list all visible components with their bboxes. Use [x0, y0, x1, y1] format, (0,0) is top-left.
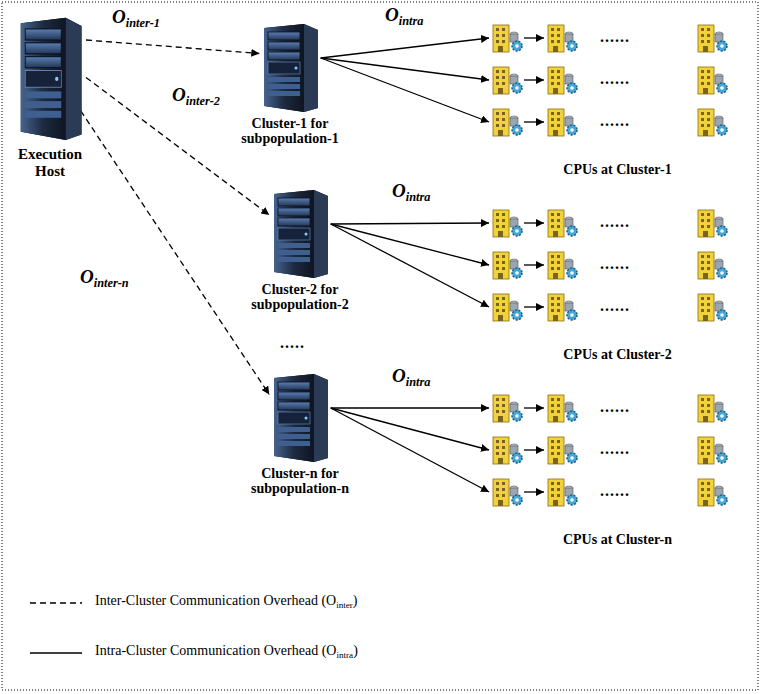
cpu-icon	[490, 22, 524, 54]
intra-cluster-link	[331, 223, 489, 224]
cpu-icon	[490, 434, 524, 466]
cpu-icon	[490, 476, 524, 508]
cpu-icon	[545, 249, 579, 281]
node-label: Cluster-2 for subpopulation-2	[230, 282, 370, 313]
server-icon	[14, 15, 86, 140]
overhead-label: Ointra	[385, 4, 423, 29]
cpu-group: CPUs at Cluster-n	[490, 390, 745, 560]
cpu-icon	[545, 392, 579, 424]
inter-cluster-link	[75, 103, 269, 395]
cpu-icon	[695, 64, 729, 96]
ellipsis-label: ......	[600, 297, 630, 315]
cpu-icon	[545, 106, 579, 138]
ellipsis-label: ......	[600, 398, 630, 416]
cpu-icon	[695, 207, 729, 239]
ellipsis-label: ......	[600, 482, 630, 500]
ellipsis-label: ......	[600, 70, 630, 88]
node-label: Execution Host	[5, 146, 95, 179]
overhead-label: Ointer-n	[80, 266, 129, 291]
overhead-label: Ointer-1	[112, 6, 160, 31]
legend-dashed-sample	[30, 602, 82, 603]
cpu-icon	[490, 106, 524, 138]
cpu-icon	[545, 434, 579, 466]
node-label: CPUs at Cluster-1	[490, 162, 745, 177]
execution-host: Execution Host	[5, 15, 95, 179]
cpu-icon	[490, 392, 524, 424]
intra-cluster-link	[321, 58, 489, 80]
legend-solid-sample	[30, 652, 82, 653]
cpu-icon	[545, 207, 579, 239]
ellipsis-label: ......	[600, 440, 630, 458]
cpu-group: CPUs at Cluster-1	[490, 20, 745, 190]
ellipsis-label: .....	[280, 334, 305, 352]
node-label: CPUs at Cluster-n	[490, 532, 745, 547]
server-icon	[268, 188, 332, 278]
legend-text: Intra-Cluster Communication Overhead (Oi…	[95, 643, 358, 660]
cpu-icon	[545, 291, 579, 323]
cpu-icon	[490, 207, 524, 239]
intra-cluster-link	[331, 224, 489, 307]
cpu-icon	[695, 392, 729, 424]
cpu-icon	[695, 434, 729, 466]
cpu-icon	[545, 64, 579, 96]
legend-text: Inter-Cluster Communication Overhead (Oi…	[95, 593, 358, 610]
server-icon	[268, 372, 332, 462]
overhead-label: Ointer-2	[172, 84, 220, 109]
ellipsis-label: ......	[600, 255, 630, 273]
ellipsis-label: ......	[600, 213, 630, 231]
server-icon	[258, 22, 322, 112]
cpu-group: CPUs at Cluster-2	[490, 205, 745, 375]
ellipsis-label: ......	[600, 28, 630, 46]
cpu-icon	[695, 106, 729, 138]
cluster-server: Cluster-1 for subpopulation-1	[220, 22, 360, 147]
cpu-icon	[695, 476, 729, 508]
cpu-icon	[545, 476, 579, 508]
intra-cluster-link	[331, 408, 489, 450]
overhead-label: Ointra	[392, 365, 430, 390]
ellipsis-label: ......	[600, 112, 630, 130]
cpu-icon	[695, 291, 729, 323]
cluster-server: Cluster-2 for subpopulation-2	[230, 188, 370, 313]
node-label: Cluster-1 for subpopulation-1	[220, 116, 360, 147]
cpu-icon	[695, 249, 729, 281]
overhead-label: Ointra	[392, 180, 430, 205]
cpu-icon	[490, 291, 524, 323]
intra-cluster-link	[321, 38, 489, 58]
intra-cluster-link	[331, 224, 489, 265]
node-label: CPUs at Cluster-2	[490, 347, 745, 362]
cpu-icon	[490, 64, 524, 96]
intra-cluster-link	[321, 58, 489, 122]
node-label: Cluster-n for subpopulation-n	[230, 466, 370, 497]
intra-cluster-link	[331, 407, 489, 408]
cpu-icon	[695, 22, 729, 54]
cpu-icon	[545, 22, 579, 54]
inter-cluster-link	[86, 40, 259, 54]
cpu-icon	[490, 249, 524, 281]
cluster-server: Cluster-n for subpopulation-n	[230, 372, 370, 497]
intra-cluster-link	[331, 408, 489, 492]
